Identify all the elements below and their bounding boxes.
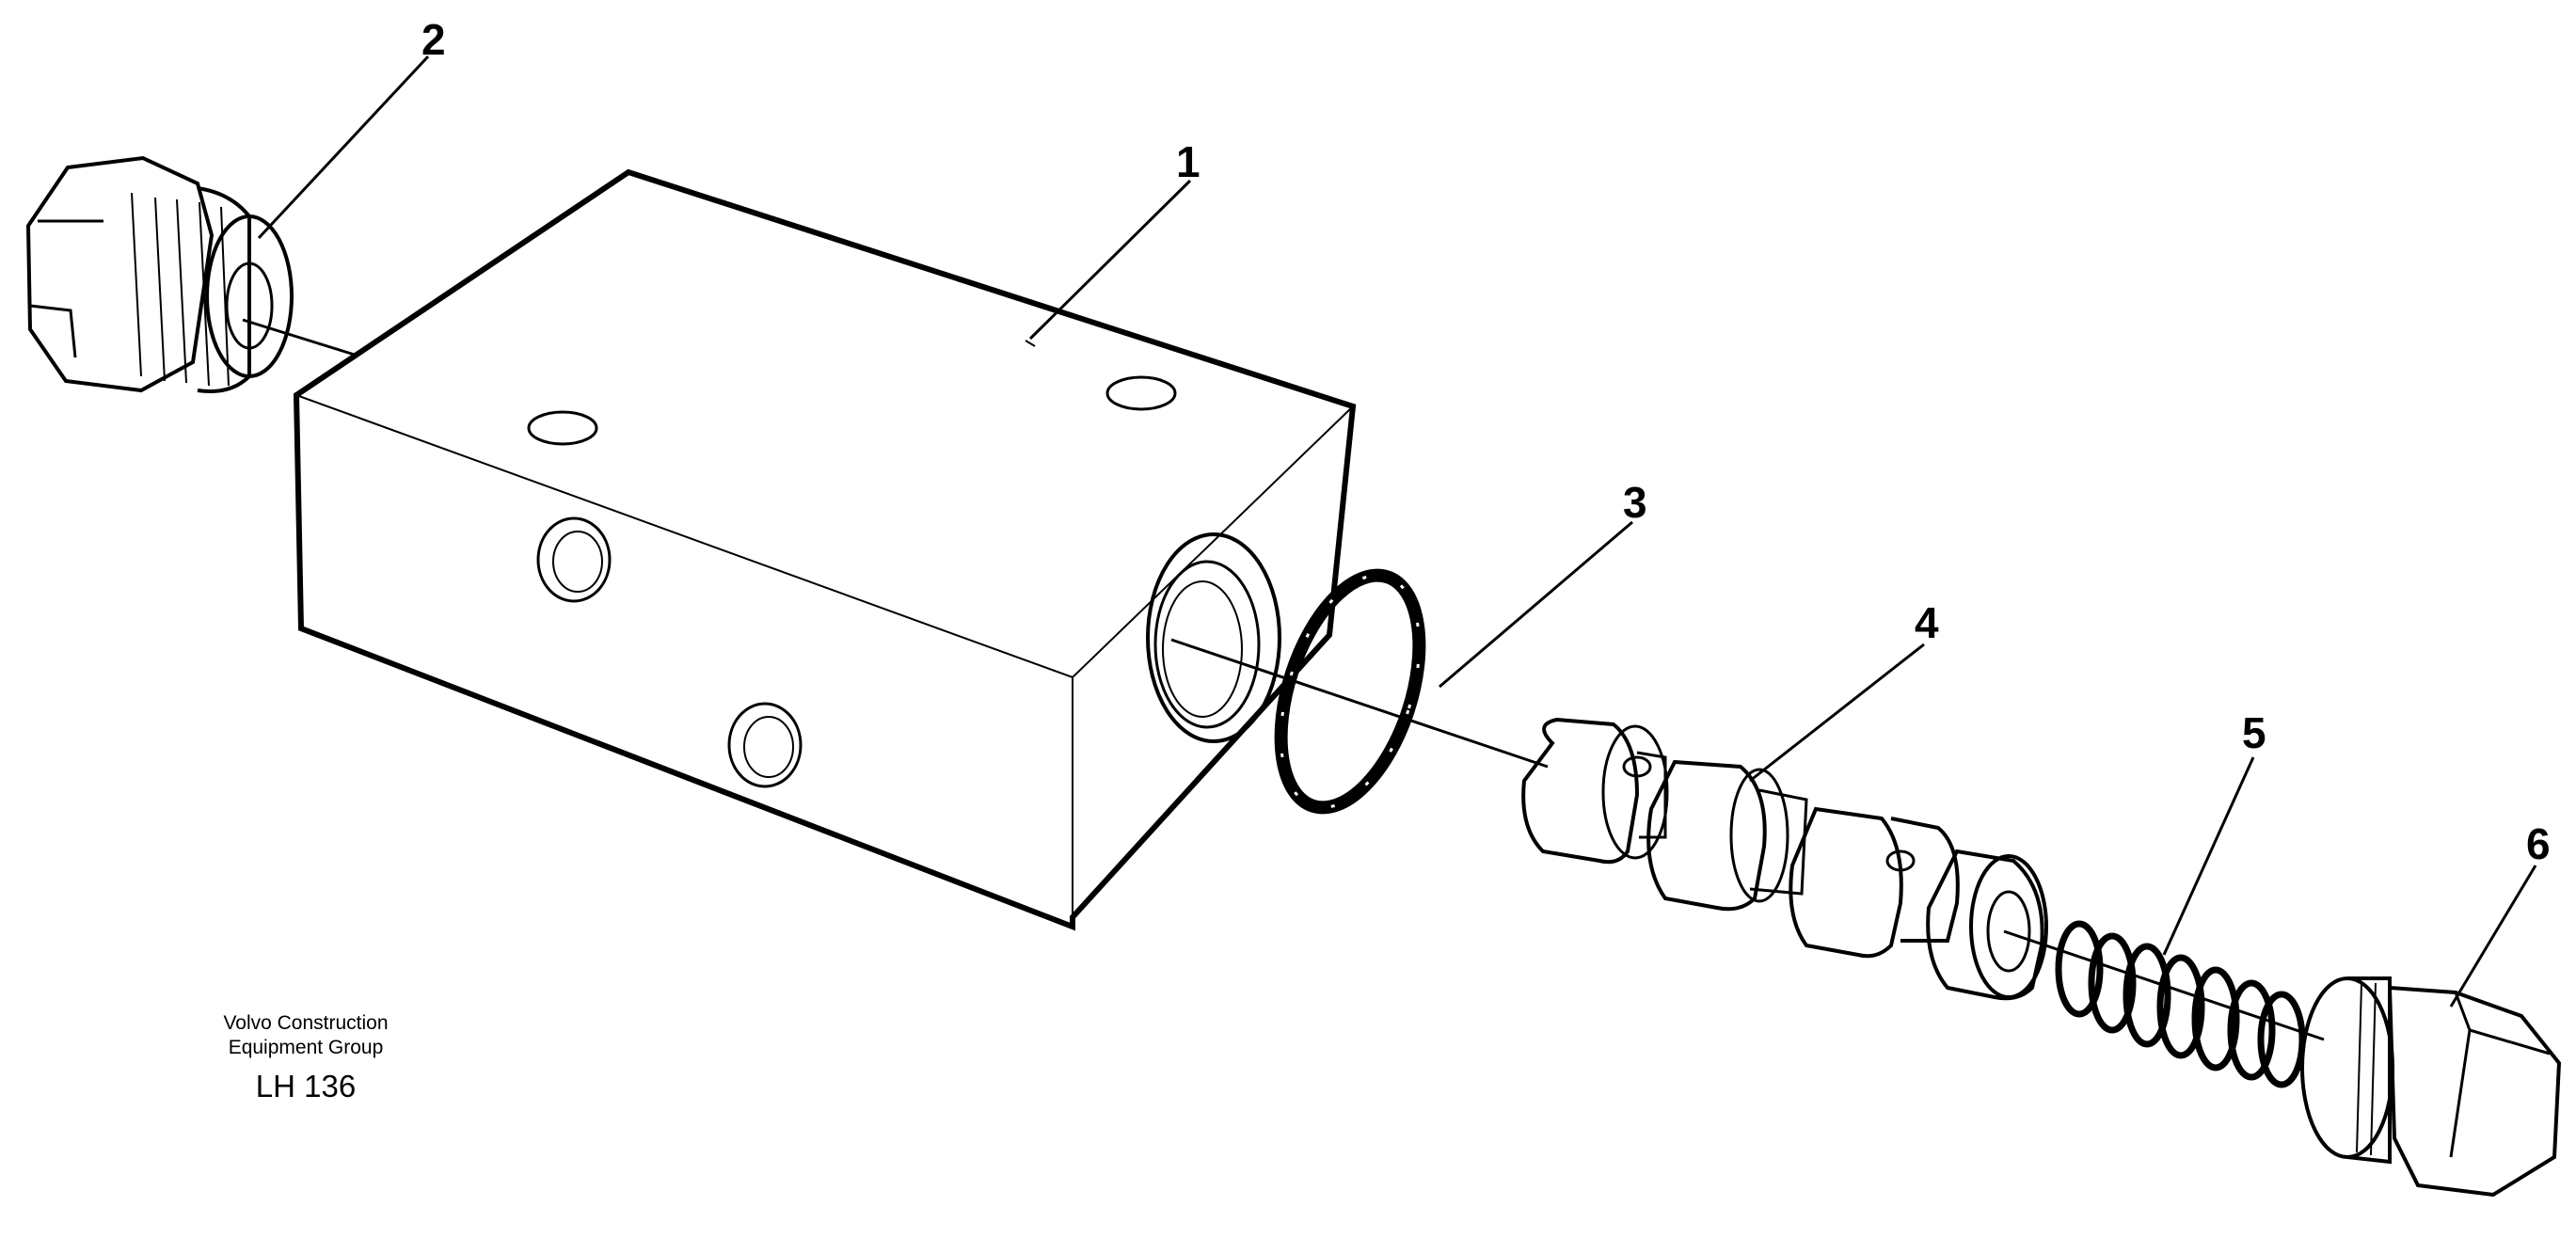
- publisher-name: Volvo Construction Equipment Group: [165, 1011, 447, 1060]
- leader-line-5: [2162, 756, 2255, 956]
- part-label-2: 2: [421, 15, 446, 64]
- part-5-spring: [2055, 920, 2306, 1088]
- part-label-1: 1: [1176, 137, 1201, 186]
- leader-line-1: [1028, 179, 1192, 341]
- part-1-valve-body: [293, 168, 1357, 931]
- part-2-plug: [25, 155, 294, 393]
- illustration-code: LH 136: [255, 1069, 357, 1103]
- leader-line-3: [1439, 520, 1633, 689]
- part-label-6: 6: [2526, 819, 2551, 868]
- part-4-spool: [1521, 717, 2048, 1001]
- leader-line-2: [257, 55, 430, 240]
- leader-line-6: [2449, 865, 2537, 1008]
- part-6-plug: [2300, 976, 2562, 1198]
- leader-lines: [257, 55, 2537, 1008]
- part-3-o-ring: [1274, 568, 1426, 815]
- part-label-3: 3: [1623, 478, 1647, 527]
- publisher-line-1: Volvo Construction: [223, 1012, 389, 1034]
- part-label-5: 5: [2242, 708, 2266, 757]
- part-label-4: 4: [1915, 598, 1939, 647]
- publisher-line-2: Equipment Group: [228, 1037, 384, 1058]
- leader-line-4: [1749, 643, 1925, 783]
